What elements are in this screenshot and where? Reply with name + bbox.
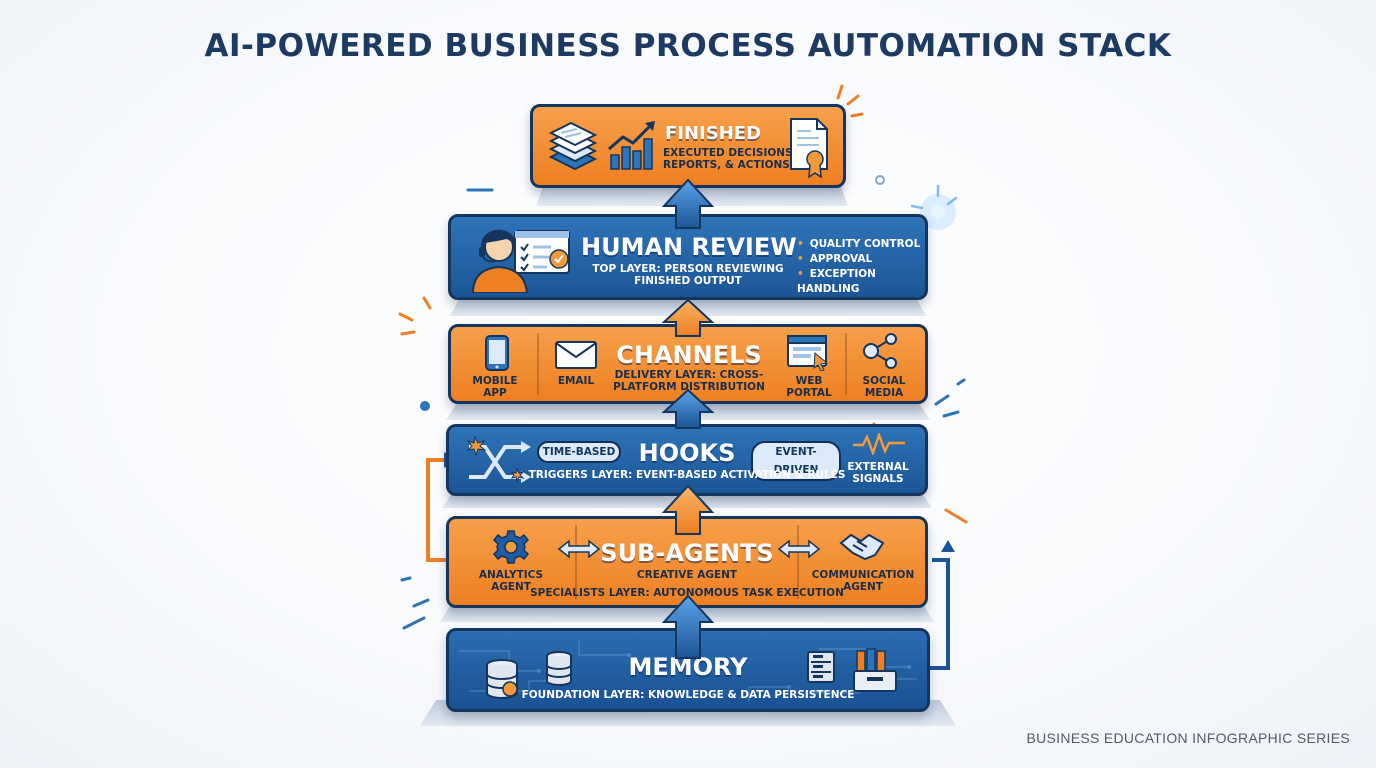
channel-label: PORTAL <box>786 387 832 399</box>
sub-agents-desc: SPECIALISTS LAYER: AUTONOMOUS TASK EXECU… <box>530 587 844 599</box>
hooks-title: HOOKS <box>638 439 736 467</box>
share-network-icon <box>861 333 901 373</box>
divider <box>537 333 539 395</box>
envelope-icon <box>555 341 597 373</box>
page-title: AI-POWERED BUSINESS PROCESS AUTOMATION S… <box>204 28 1172 64</box>
documents-stack-icon <box>547 119 599 177</box>
browser-window-icon <box>787 335 831 375</box>
shuffle-trigger-icon <box>465 433 537 493</box>
bidirectional-arrow-icon <box>777 539 821 563</box>
divider <box>575 525 577 599</box>
finished-title: FINISHED <box>665 123 762 144</box>
agent-label: ANALYTICS <box>478 569 544 581</box>
human-review-layer: HUMAN REVIEW TOP LAYER: PERSON REVIEWING… <box>448 214 928 300</box>
channels-desc: DELIVERY LAYER: CROSS- <box>614 369 764 381</box>
agent-label: CREATIVE AGENT <box>636 569 738 581</box>
external-signals-label: SIGNALS <box>852 473 904 485</box>
server-icon <box>545 651 573 691</box>
channel-label: EMAIL <box>557 375 595 387</box>
time-based-pill: TIME-BASED <box>537 441 621 463</box>
review-bullet-list: QUALITY CONTROL APPROVAL EXCEPTION HANDL… <box>797 237 925 297</box>
hooks-layer: TIME-BASED HOOKS EVENT-DRIVEN EXTERNAL S… <box>446 424 928 496</box>
bullet-exception-handling: EXCEPTION HANDLING <box>797 267 925 297</box>
mobile-phone-icon <box>485 335 509 375</box>
sub-agents-layer: SUB-AGENTS ANALYTICS AGENT CREATIVE AGEN… <box>446 516 928 608</box>
human-review-title: HUMAN REVIEW <box>581 233 797 261</box>
bullet-approval: APPROVAL <box>797 252 925 267</box>
finished-desc: REPORTS, & ACTIONS <box>663 159 790 171</box>
channel-label: SOCIAL <box>862 375 906 387</box>
channel-label: APP <box>483 387 507 399</box>
event-driven-pill: EVENT-DRIVEN <box>751 441 841 481</box>
channel-label: WEB <box>795 375 823 387</box>
server-rack-icon <box>807 651 835 687</box>
agent-label: AGENT <box>843 581 883 593</box>
channels-desc: PLATFORM DISTRIBUTION <box>613 381 765 393</box>
reviewer-headset-icon <box>469 223 531 297</box>
file-cabinet-icon <box>853 647 899 697</box>
checklist-icon <box>513 229 573 281</box>
bidirectional-arrow-icon <box>557 539 601 563</box>
divider <box>845 333 847 395</box>
hooks-desc: TRIGGERS LAYER: EVENT-BASED ACTIVATION &… <box>528 469 846 481</box>
handshake-icon <box>839 531 885 565</box>
divider <box>797 525 799 599</box>
human-review-desc: FINISHED OUTPUT <box>634 275 742 287</box>
channel-label: MEDIA <box>864 387 904 399</box>
memory-desc: FOUNDATION LAYER: KNOWLEDGE & DATA PERSI… <box>521 689 855 701</box>
certificate-icon <box>789 117 833 183</box>
finished-desc: EXECUTED DECISIONS, <box>663 147 797 159</box>
gear-icon <box>492 529 530 569</box>
channels-title: CHANNELS <box>616 341 762 369</box>
series-footer: BUSINESS EDUCATION INFOGRAPHIC SERIES <box>1026 730 1350 746</box>
channel-label: MOBILE <box>472 375 518 387</box>
memory-layer: MEMORY FOUNDATION LAYER: KNOWLEDGE & DAT… <box>446 628 930 712</box>
channels-layer: MOBILE APP EMAIL CHANNELS DELIVERY LAYER… <box>448 324 928 404</box>
finished-layer: FINISHED EXECUTED DECISIONS, REPORTS, & … <box>530 104 846 188</box>
human-review-desc: TOP LAYER: PERSON REVIEWING <box>592 263 784 275</box>
agent-label: AGENT <box>491 581 531 593</box>
signal-wave-icon <box>851 431 907 459</box>
bullet-quality-control: QUALITY CONTROL <box>797 237 925 252</box>
database-icon <box>485 659 519 703</box>
external-signals-label: EXTERNAL <box>847 461 909 473</box>
growth-chart-icon <box>605 119 657 175</box>
sub-agents-title: SUB-AGENTS <box>600 539 774 567</box>
agent-label: COMMUNICATION <box>811 569 915 581</box>
